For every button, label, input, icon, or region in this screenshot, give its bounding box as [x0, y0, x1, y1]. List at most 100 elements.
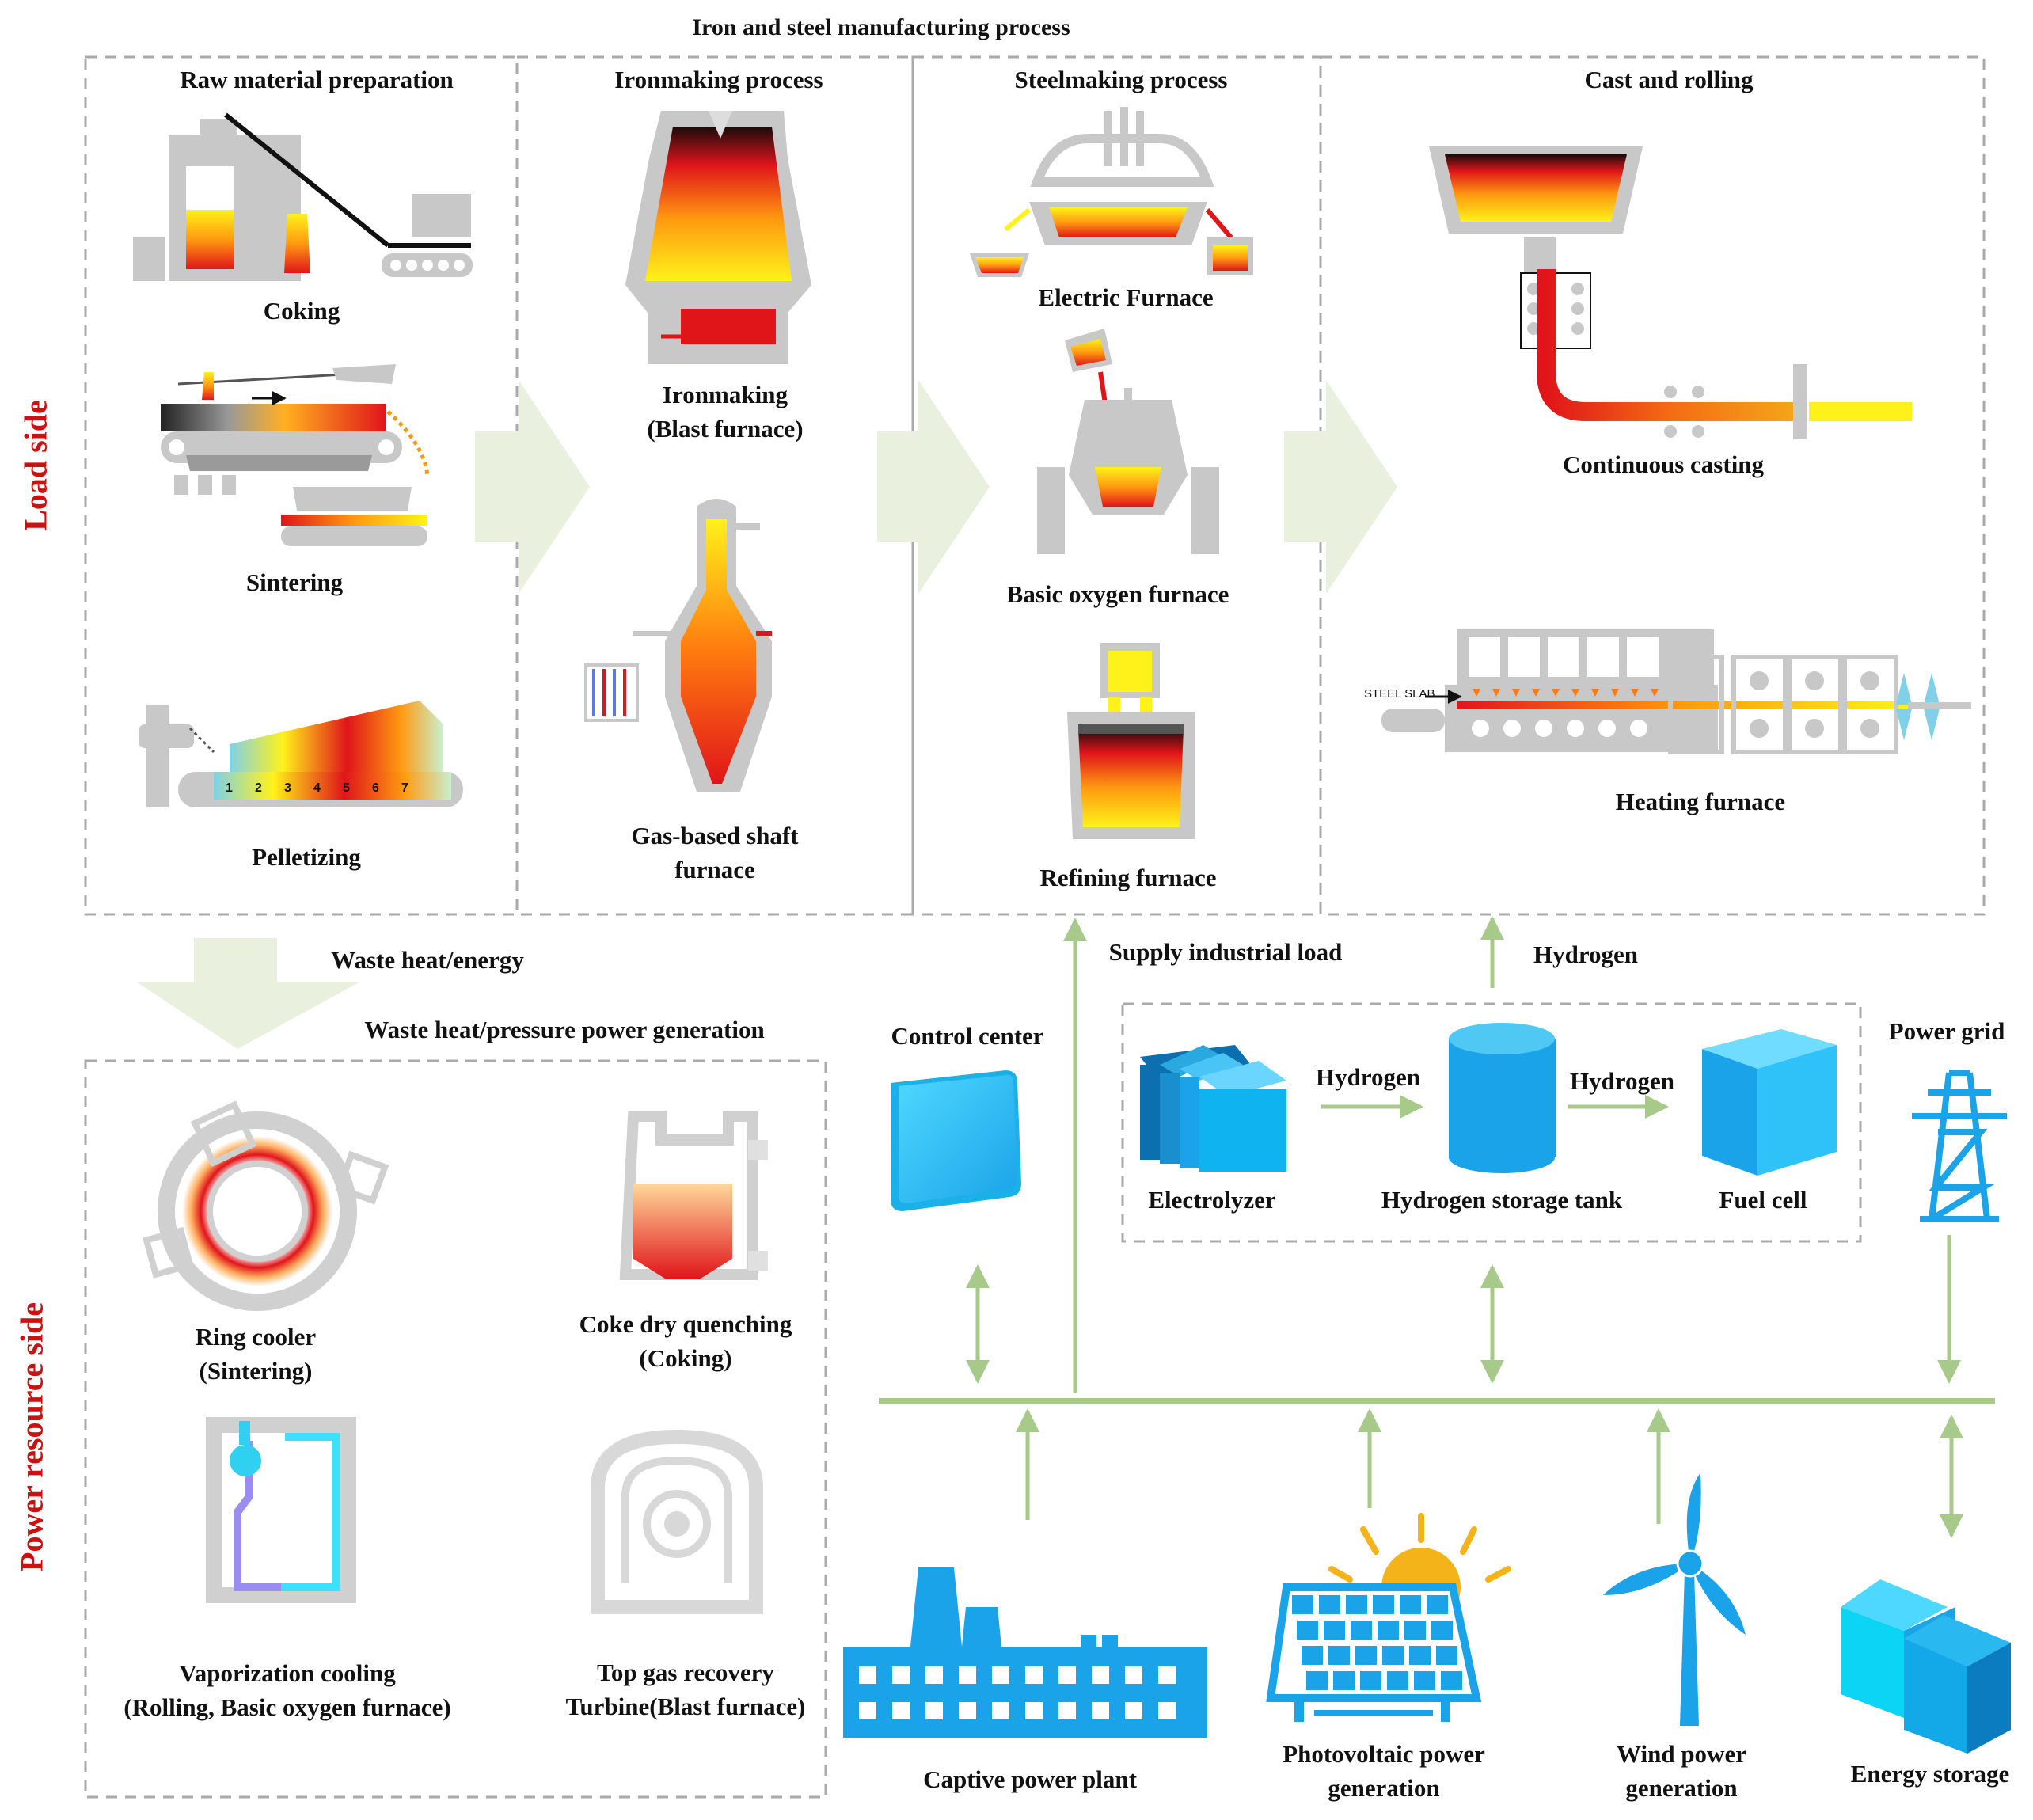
label-power-grid: Power grid: [1889, 1015, 2005, 1049]
label-hydrogen-to-tank-text: Hydrogen: [1315, 1063, 1421, 1091]
vaporization-cooling-icon: [206, 1417, 356, 1603]
label-pelletizing-text: Pelletizing: [252, 843, 361, 871]
label-coke-dry-quenching-line1: Coke dry quenching: [579, 1310, 792, 1338]
flow-arrow-steel-to-cast: [1284, 380, 1397, 594]
stage-ironmaking: Ironmaking process: [614, 63, 823, 97]
label-ring-cooler-line1: Ring cooler: [195, 1323, 317, 1351]
pelletizing-icon: [139, 701, 463, 807]
stage-raw-material: Raw material preparation: [180, 63, 454, 97]
label-refining-furnace-text: Refining furnace: [1039, 864, 1217, 891]
label-hydrogen-to-fuel-cell: Hydrogen: [1570, 1065, 1674, 1099]
wind-turbine-icon: [1603, 1472, 1746, 1726]
pv-cell: [1427, 1595, 1448, 1614]
label-electric-furnace: Electric Furnace: [1038, 281, 1213, 315]
label-coking-text: Coking: [263, 297, 340, 325]
label-supply-industrial-load: Supply industrial load: [1109, 936, 1343, 970]
flow-arrow-iron-to-steel: [877, 380, 990, 594]
label-shaft-furnace-line2: furnace: [674, 855, 755, 883]
label-waste-heat-power-generation: Waste heat/pressure power generation: [364, 1013, 764, 1047]
label-control-center: Control center: [891, 1020, 1043, 1054]
stage-steelmaking-text: Steelmaking process: [1014, 66, 1228, 93]
label-vaporization-cooling-line2: (Rolling, Basic oxygen furnace): [124, 1693, 451, 1721]
label-electric-furnace-text: Electric Furnace: [1038, 283, 1214, 311]
label-continuous-casting: Continuous casting: [1563, 448, 1764, 482]
label-trt: Top gas recovery Turbine(Blast furnace): [566, 1656, 806, 1724]
pv-cell: [1306, 1671, 1328, 1690]
diagram-title: Iron and steel manufacturing process: [692, 11, 1070, 44]
label-control-center-text: Control center: [891, 1022, 1044, 1050]
plant-window: [859, 1702, 876, 1719]
pv-cell: [1355, 1646, 1377, 1665]
energy-storage-icon: [1841, 1579, 2011, 1754]
control-center-icon: [891, 1070, 1021, 1211]
label-trt-line2: Turbine(Blast furnace): [565, 1692, 806, 1720]
label-captive-power-plant-text: Captive power plant: [923, 1765, 1137, 1793]
label-wind-power: Wind power generation: [1617, 1738, 1746, 1806]
label-energy-storage-text: Energy storage: [1850, 1760, 2010, 1788]
pellet-zone-number: 2: [255, 781, 262, 795]
label-blast-furnace-line2: (Blast furnace): [647, 414, 804, 443]
label-vaporization-cooling: Vaporization cooling (Rolling, Basic oxy…: [124, 1657, 450, 1725]
label-waste-heat-energy-text: Waste heat/energy: [331, 946, 524, 974]
label-continuous-casting-text: Continuous casting: [1562, 450, 1765, 478]
label-coke-dry-quenching: Coke dry quenching (Coking): [580, 1308, 792, 1376]
process-flow-arrows: [136, 380, 1397, 1049]
pv-cell: [1378, 1621, 1399, 1640]
pv-cell: [1404, 1621, 1426, 1640]
box-waste-heat: [84, 1059, 827, 1799]
trt-turbine-icon: [591, 1429, 763, 1614]
plant-window: [1158, 1666, 1176, 1684]
pv-cell: [1346, 1595, 1367, 1614]
shaft-furnace-icon: [584, 499, 772, 792]
label-energy-storage: Energy storage: [1851, 1757, 2010, 1792]
label-bof-text: Basic oxygen furnace: [1006, 580, 1229, 608]
label-electrolyzer-text: Electrolyzer: [1148, 1186, 1276, 1214]
pv-cell: [1319, 1595, 1340, 1614]
label-sintering-text: Sintering: [245, 568, 344, 596]
power-grid-icon: [1912, 1070, 2007, 1222]
photovoltaic-icon: [1266, 1513, 1511, 1722]
label-fuel-cell-text: Fuel cell: [1719, 1186, 1807, 1214]
coke-dry-quenching-icon: [619, 1111, 768, 1280]
label-photovoltaic-line2: generation: [1328, 1773, 1440, 1802]
pv-cell: [1400, 1595, 1421, 1614]
pv-cell: [1409, 1646, 1431, 1665]
pv-cell: [1333, 1671, 1355, 1690]
label-hydrogen-to-fuel-cell-text: Hydrogen: [1569, 1067, 1675, 1095]
plant-window: [992, 1702, 1009, 1719]
coking-icon: [133, 112, 473, 281]
captive-power-plant-icon: [843, 1567, 1207, 1738]
box-hydrogen-system: [1121, 1002, 1862, 1243]
label-wind-power-line2: generation: [1625, 1773, 1738, 1802]
pv-cell: [1351, 1621, 1372, 1640]
plant-window: [892, 1666, 910, 1684]
stage-cast-rolling: Cast and rolling: [1584, 63, 1753, 97]
pellet-zone-number: 4: [314, 781, 321, 795]
pv-cell: [1414, 1671, 1435, 1690]
pellet-zone-number: 6: [372, 781, 379, 795]
label-power-grid-text: Power grid: [1888, 1017, 2005, 1045]
pv-cell: [1292, 1595, 1313, 1614]
label-bof: Basic oxygen furnace: [1007, 578, 1229, 612]
label-blast-furnace-line1: Ironmaking: [663, 381, 788, 408]
plant-window: [1058, 1666, 1076, 1684]
plant-window: [925, 1702, 943, 1719]
label-wind-power-line1: Wind power: [1617, 1740, 1746, 1768]
load-side-label: Load side: [17, 400, 54, 531]
plant-window: [925, 1666, 943, 1684]
plant-window: [1025, 1666, 1043, 1684]
label-coking: Coking: [264, 294, 340, 329]
pv-cell: [1324, 1621, 1345, 1640]
label-vaporization-cooling-line1: Vaporization cooling: [179, 1659, 396, 1687]
plant-window: [1125, 1702, 1142, 1719]
plant-window: [1092, 1666, 1109, 1684]
label-sintering: Sintering: [246, 566, 343, 600]
label-ring-cooler: Ring cooler (Sintering): [196, 1320, 316, 1389]
stage-steelmaking: Steelmaking process: [1015, 63, 1228, 97]
pellet-zone-number: 5: [343, 781, 350, 795]
pv-cell: [1360, 1671, 1381, 1690]
stage-ironmaking-text: Ironmaking process: [614, 66, 823, 93]
blast-furnace-icon: [625, 111, 811, 364]
